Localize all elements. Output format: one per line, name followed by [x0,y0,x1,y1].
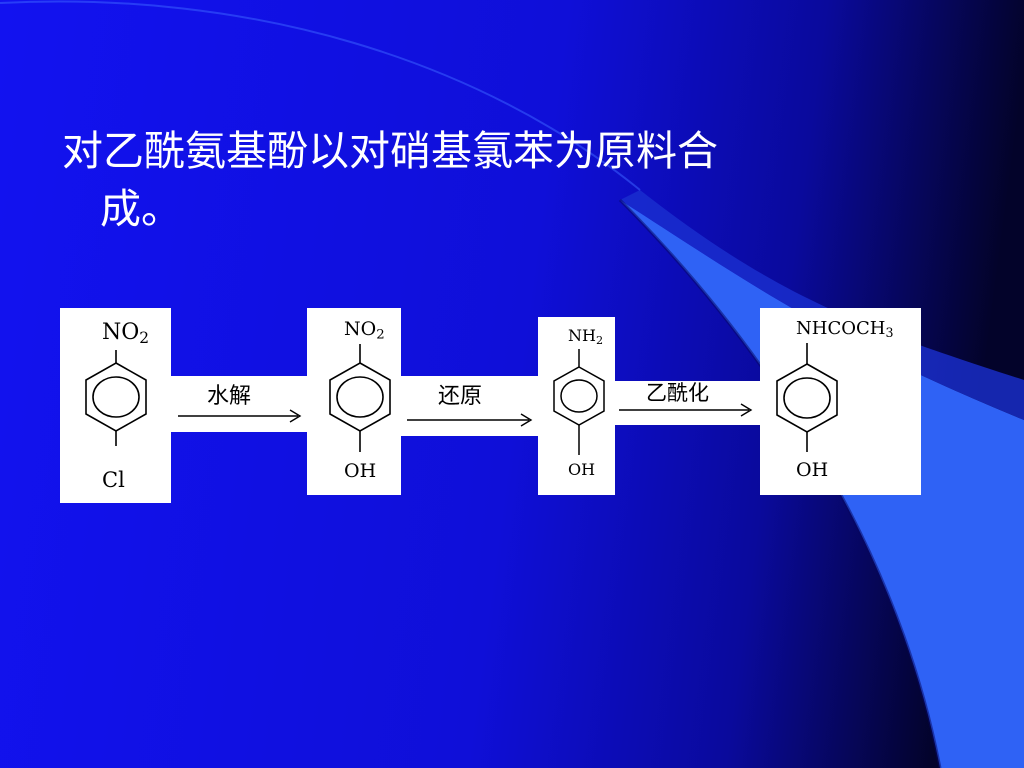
molecule-box-4: NHCOCH3 OH [760,308,921,495]
step-label-2: 还原 [438,384,483,409]
molecule-box-1: NO2 Cl [60,308,171,503]
step-label-3: 乙酰化 [646,381,709,405]
benzene-ring-2 [329,344,391,452]
molecule-2-bottom-group: OH [344,460,377,482]
slide-title: 对乙酰氨基酚以对硝基氯苯为原料合 成。 [62,122,902,238]
molecule-3-top-group: NH2 [568,326,604,347]
molecule-2-top-group: NO2 [344,318,385,343]
molecule-box-3: NH2 OH [538,317,615,495]
reaction-arrow-1 [178,409,302,423]
molecule-4-top-group: NHCOCH3 [796,318,894,341]
connector-3 [614,381,760,425]
molecule-3-bottom-group: OH [568,460,596,479]
benzene-ring-3 [553,349,605,455]
reaction-arrow-2 [407,413,533,427]
connector-1 [170,376,308,432]
slide-title-line-1: 对乙酰氨基酚以对硝基氯苯为原料合 [62,127,718,175]
connector-2 [401,376,538,436]
molecule-4-bottom-group: OH [796,459,829,481]
molecule-1-top-group: NO2 [102,320,150,347]
benzene-ring-4 [776,343,838,452]
reaction-arrow-3 [619,403,753,417]
step-label-1: 水解 [207,384,252,409]
molecule-1-bottom-group: Cl [102,468,125,492]
benzene-ring-1 [85,350,147,446]
slide-title-line-2: 成。 [100,185,182,233]
molecule-box-2: NO2 OH [307,308,401,495]
background-accent-curve [620,200,1024,768]
